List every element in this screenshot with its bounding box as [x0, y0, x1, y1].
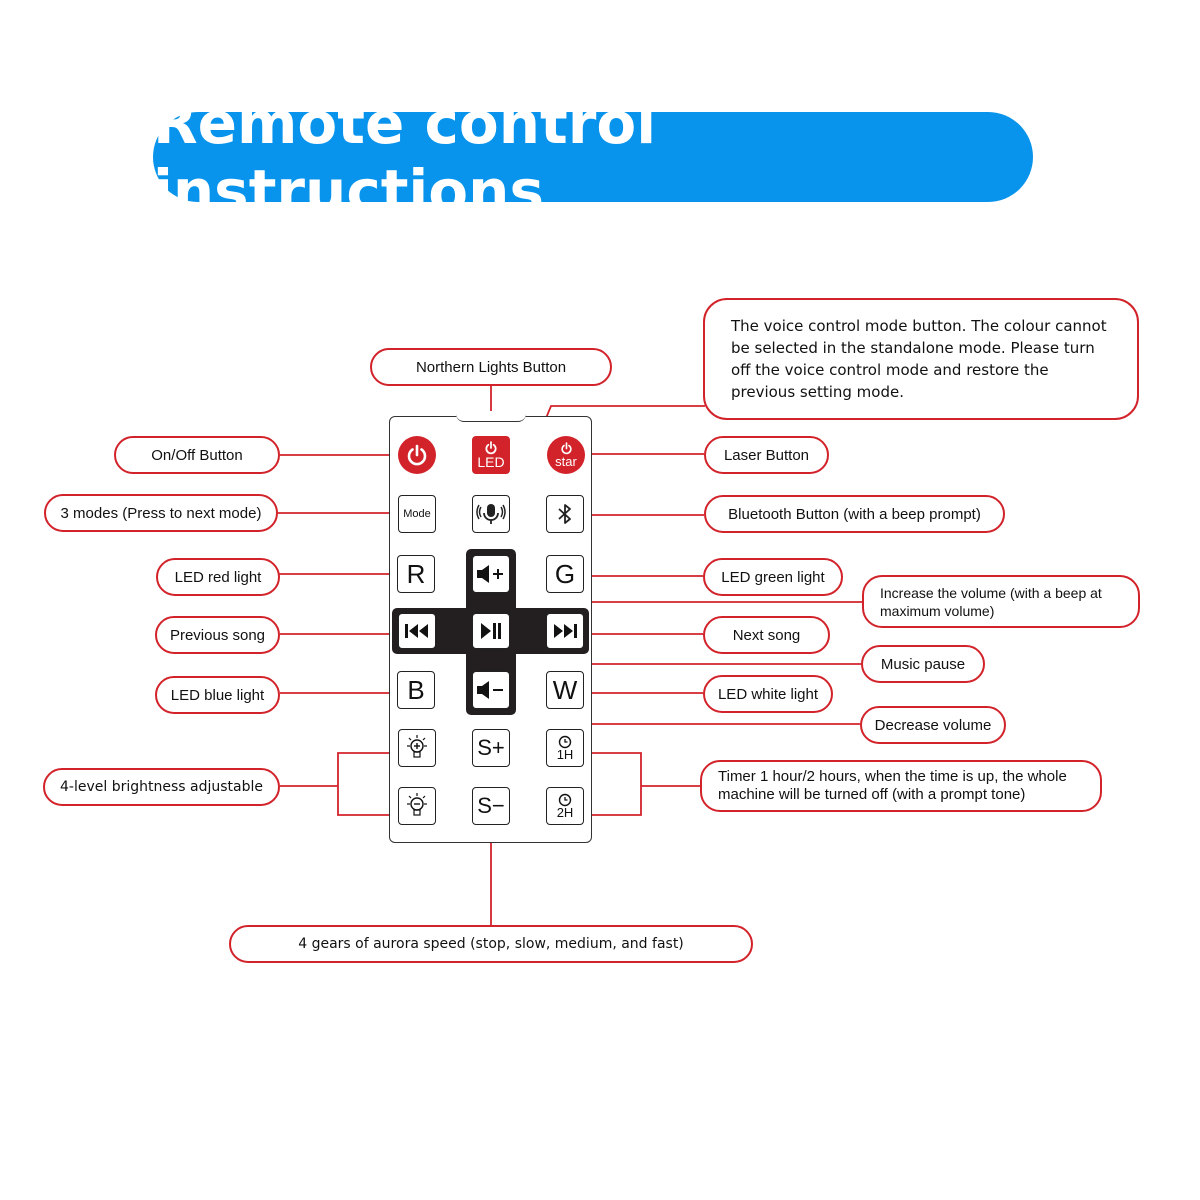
page-title: Remote control instructions	[153, 89, 657, 225]
star-key-label: star	[555, 454, 577, 469]
bulb-plus-icon	[407, 735, 427, 758]
timer-1h-button[interactable]: 1H	[546, 729, 584, 767]
label-led-red: LED red light	[156, 558, 280, 596]
power-button[interactable]	[398, 436, 436, 474]
brightness-up-button[interactable]	[398, 729, 436, 767]
brightness-down-button[interactable]	[398, 787, 436, 825]
remote-notch	[456, 411, 526, 422]
bluetooth-button[interactable]	[546, 495, 584, 533]
star-laser-button[interactable]: star	[547, 436, 585, 474]
volume-down-button[interactable]	[472, 671, 510, 709]
title-banner: Remote control instructions	[153, 89, 1033, 225]
label-laser: Laser Button	[704, 436, 829, 474]
timer-2h-button[interactable]: 2H	[546, 787, 584, 825]
label-volume-up: Increase the volume (with a beep at maxi…	[862, 575, 1140, 628]
b-key-label: B	[407, 674, 425, 705]
red-led-button[interactable]: R	[397, 555, 435, 593]
blue-led-button[interactable]: B	[397, 671, 435, 709]
s-minus-key-label: S−	[477, 793, 505, 818]
g-key-label: G	[554, 558, 576, 589]
r-key-label: R	[406, 558, 426, 589]
label-music-pause: Music pause	[861, 645, 985, 683]
bulb-minus-icon	[407, 793, 427, 816]
label-aurora-speed: 4 gears of aurora speed (stop, slow, med…	[229, 925, 753, 963]
s-plus-key-label: S+	[477, 735, 505, 760]
label-modes: 3 modes (Press to next mode)	[44, 494, 278, 532]
label-voice-control: The voice control mode button. The colou…	[703, 298, 1139, 420]
label-northern-lights: Northern Lights Button	[370, 348, 612, 386]
speed-down-button[interactable]: S−	[472, 787, 510, 825]
green-led-button[interactable]: G	[546, 555, 584, 593]
label-timer: Timer 1 hour/2 hours, when the time is u…	[700, 760, 1102, 812]
line-timer-bracket	[584, 752, 642, 816]
label-led-white: LED white light	[703, 675, 833, 713]
label-bluetooth: Bluetooth Button (with a beep prompt)	[704, 495, 1005, 533]
led-power-button[interactable]: LED	[472, 436, 510, 474]
w-key-label: W	[552, 674, 578, 705]
label-led-green: LED green light	[703, 558, 843, 596]
label-previous-song: Previous song	[155, 616, 280, 654]
microphone-icon	[476, 504, 506, 524]
mode-button[interactable]: Mode	[398, 495, 436, 533]
voice-control-button[interactable]	[472, 495, 510, 533]
speed-up-button[interactable]: S+	[472, 729, 510, 767]
label-led-blue: LED blue light	[155, 676, 280, 714]
clock-icon	[558, 793, 572, 807]
label-brightness: 4-level brightness adjustable	[43, 768, 280, 806]
label-next-song: Next song	[703, 616, 830, 654]
previous-song-button[interactable]	[398, 613, 436, 649]
previous-icon	[405, 624, 428, 638]
volume-down-icon	[477, 681, 503, 699]
line-brightness-bracket	[337, 752, 397, 816]
timer-2h-label: 2H	[556, 805, 574, 820]
volume-up-button[interactable]	[472, 555, 510, 593]
play-pause-button[interactable]	[472, 613, 510, 649]
clock-icon	[558, 735, 572, 749]
next-icon	[554, 624, 577, 638]
led-key-label: LED	[477, 454, 505, 470]
power-icon	[407, 444, 427, 466]
power-icon	[560, 442, 572, 455]
label-volume-down: Decrease volume	[860, 706, 1006, 744]
mode-key-label: Mode	[403, 508, 431, 520]
timer-1h-label: 1H	[556, 747, 574, 762]
next-song-button[interactable]	[546, 613, 584, 649]
label-on-off: On/Off Button	[114, 436, 280, 474]
power-icon	[485, 441, 497, 455]
volume-up-icon	[477, 565, 503, 583]
play-pause-icon	[481, 623, 501, 639]
bluetooth-icon	[558, 504, 571, 524]
white-led-button[interactable]: W	[546, 671, 584, 709]
